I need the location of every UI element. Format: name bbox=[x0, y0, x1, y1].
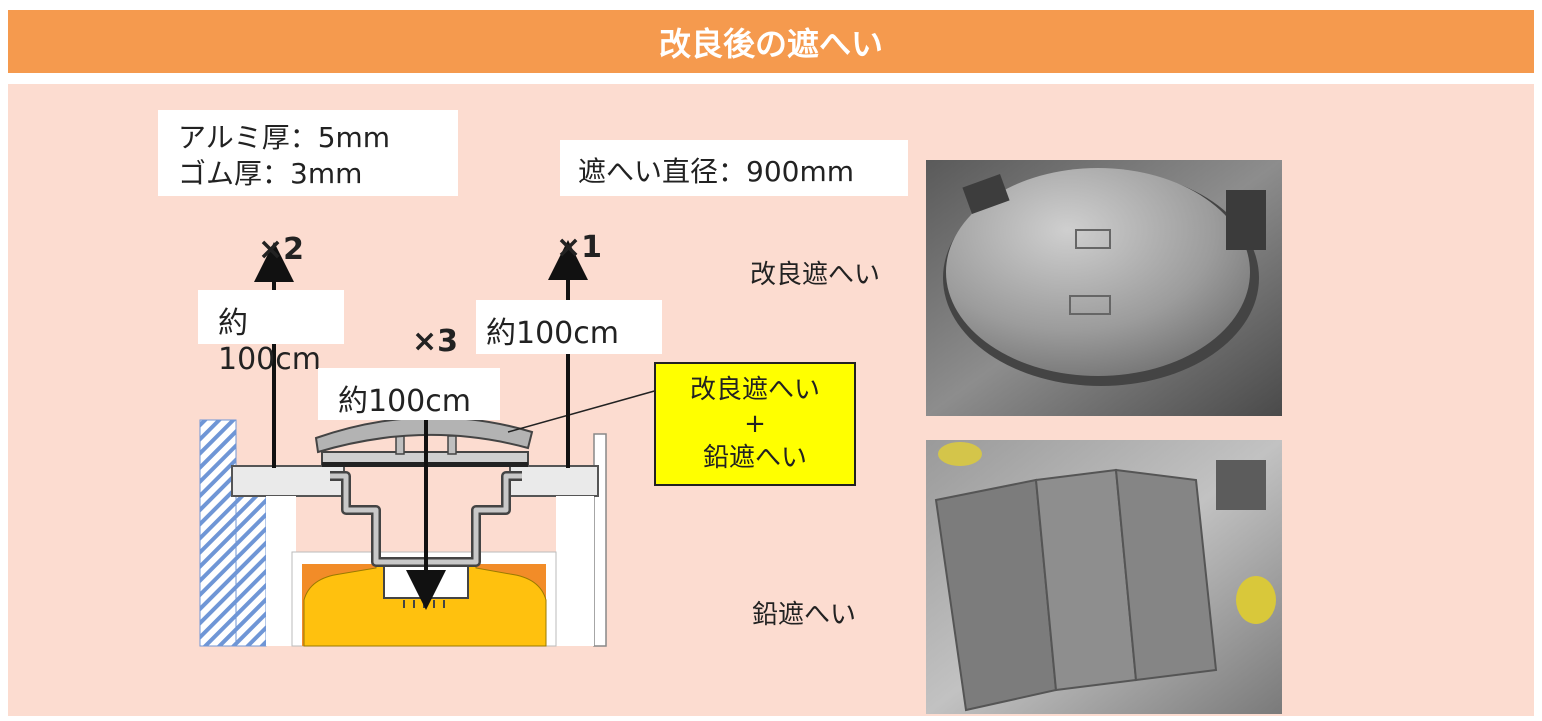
spec-aluminum-thickness: アルミ厚：5mm bbox=[178, 121, 391, 154]
point-mark-2: ×2 bbox=[258, 232, 305, 267]
page-title: 改良後の遮へい bbox=[658, 24, 883, 63]
callout-lead-shield: 鉛遮へい bbox=[702, 443, 807, 473]
support-left bbox=[395, 435, 405, 455]
concrete-wall bbox=[199, 419, 237, 647]
callout-plus: + bbox=[744, 409, 766, 439]
floor-slab-left bbox=[231, 465, 345, 497]
callout-improved-shield: 改良遮へい bbox=[689, 375, 820, 405]
lead-shield-photo bbox=[926, 440, 1282, 714]
floor-slab-right bbox=[509, 465, 599, 497]
callout-leader bbox=[507, 389, 659, 433]
distance-box-3: 約100cm bbox=[318, 368, 500, 420]
distance-box-1: 約100cm bbox=[476, 300, 662, 354]
improved-shield-image bbox=[926, 160, 1282, 416]
diameter-label: 遮へい直径：900mm bbox=[578, 155, 854, 188]
spec-box: アルミ厚：5mm ゴム厚：3mm bbox=[158, 110, 458, 196]
photo-caption-lead: 鉛遮へい bbox=[752, 600, 857, 630]
cavity-right bbox=[556, 496, 594, 646]
title-bar: 改良後の遮へい bbox=[8, 10, 1534, 73]
photo-caption-improved: 改良遮へい bbox=[750, 260, 881, 290]
shield-callout: 改良遮へい + 鉛遮へい bbox=[654, 362, 856, 486]
point-mark-1: ×1 bbox=[556, 230, 603, 265]
wall-right-edge bbox=[235, 487, 267, 647]
lead-shield-image bbox=[926, 440, 1282, 714]
distance-box-2: 約100cm bbox=[198, 290, 344, 377]
distance-label-1: 約100cm bbox=[486, 316, 619, 351]
cavity-left bbox=[266, 496, 296, 646]
distance-label-2: 約100cm bbox=[218, 306, 321, 377]
point-mark-3: ×3 bbox=[412, 324, 459, 359]
improved-shield-photo bbox=[926, 160, 1282, 416]
diameter-box: 遮へい直径：900mm bbox=[560, 140, 908, 196]
support-right bbox=[447, 435, 457, 455]
spec-rubber-thickness: ゴム厚：3mm bbox=[178, 157, 363, 190]
distance-label-3: 約100cm bbox=[338, 384, 471, 419]
